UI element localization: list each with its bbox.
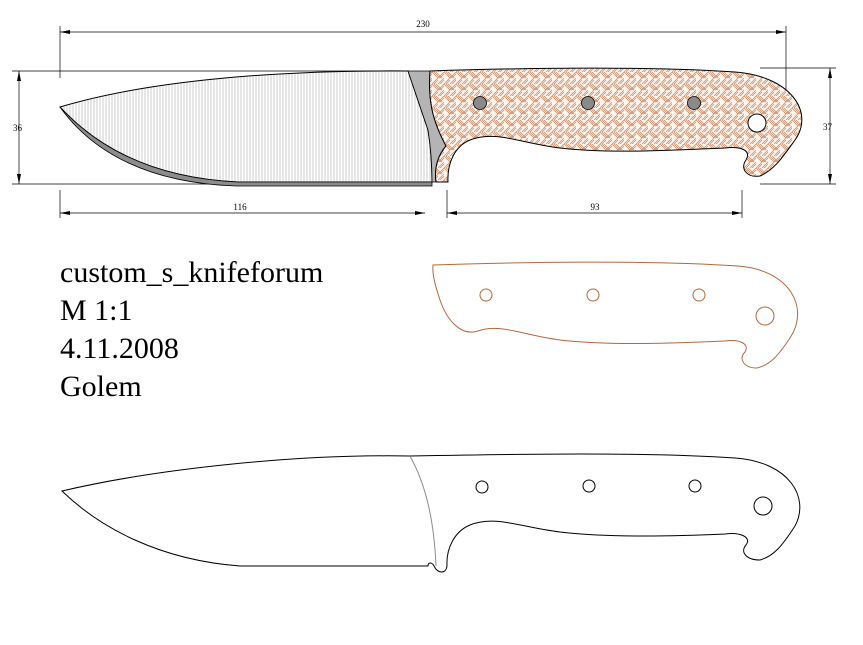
- dimension-handle-length: 93: [447, 202, 742, 215]
- knife-pin-hole-2: [582, 479, 596, 493]
- handle-scale: [429, 67, 803, 183]
- full-knife-outline-drawing: [60, 453, 801, 573]
- handle-height-label: 37: [823, 122, 833, 132]
- handle-pin-1: [473, 96, 487, 110]
- handle-scale-outline: [432, 261, 799, 369]
- outline-pin-hole-1: [479, 288, 493, 302]
- title-block: custom_s_knifeforum M 1:1 4.11.2008 Gole…: [60, 254, 323, 406]
- knife-pin-hole-3: [688, 479, 702, 493]
- knife-lanyard-hole: [753, 496, 773, 516]
- date-label: 4.11.2008: [60, 332, 179, 365]
- scale-label: M 1:1: [60, 294, 133, 327]
- dimension-overall-length: 230: [60, 19, 786, 34]
- handle-pin-2: [581, 96, 595, 110]
- outline-lanyard-hole: [755, 306, 775, 326]
- overall-length-label: 230: [416, 19, 430, 29]
- dimension-blade-length: 116: [60, 202, 425, 215]
- blade-body: [59, 70, 433, 183]
- outline-pin-hole-3: [692, 288, 706, 302]
- dimensioned-knife: 230 36 37 116 93: [12, 19, 836, 218]
- handle-pin-3: [687, 96, 701, 110]
- dimension-handle-height: 37: [823, 68, 833, 184]
- outline-pin-hole-2: [586, 288, 600, 302]
- handle-length-label: 93: [591, 202, 601, 212]
- blade-height-label: 36: [13, 123, 23, 133]
- knife-pin-hole-1: [475, 480, 489, 494]
- blade-edge-bevel: [59, 106, 433, 187]
- template-name: custom_s_knifeforum: [60, 256, 324, 289]
- lanyard-hole: [747, 113, 767, 133]
- handle-scale-outline-drawing: [432, 261, 799, 369]
- author-label: Golem: [60, 370, 142, 403]
- blade-handle-division-line: [409, 455, 437, 567]
- dimension-blade-height: 36: [13, 71, 23, 184]
- knife-outline: [60, 453, 801, 573]
- blade-length-label: 116: [233, 202, 247, 212]
